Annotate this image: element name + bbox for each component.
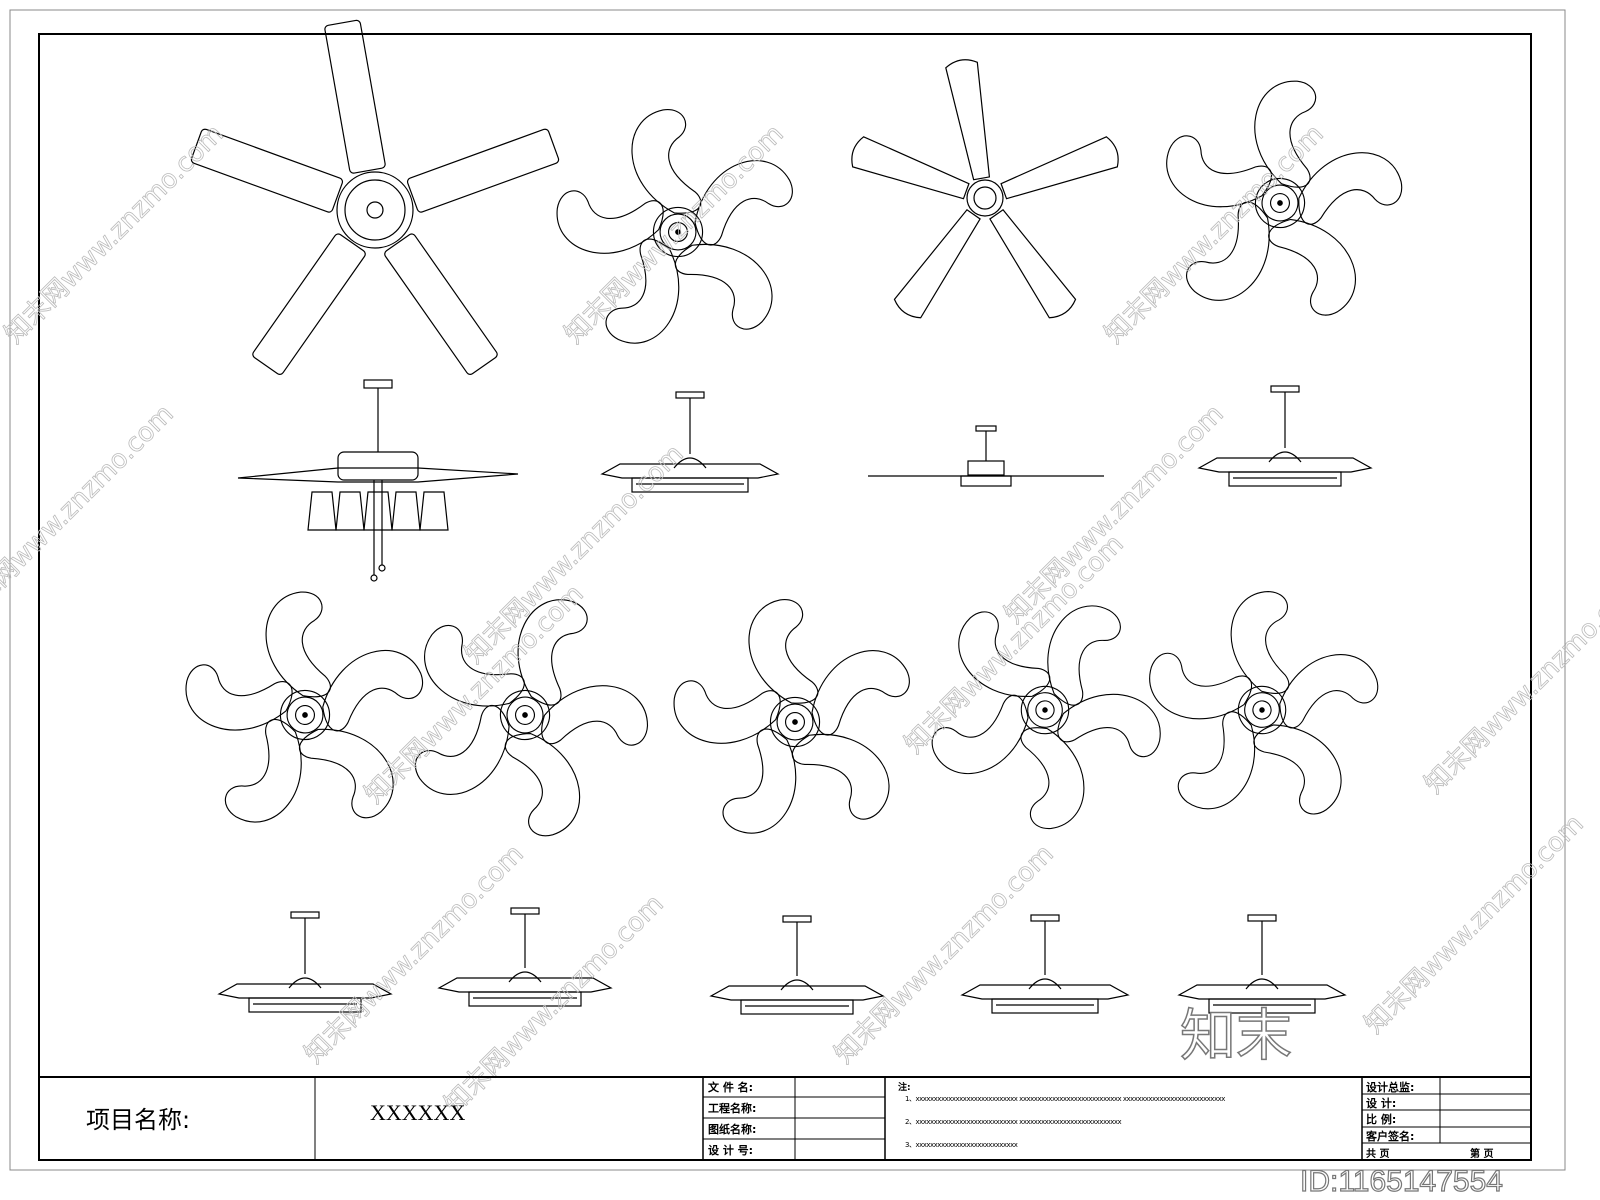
fan-top-view-5: [185, 591, 423, 823]
watermark-text: 知末网www.znzmo.com: [899, 529, 1130, 760]
note-3: 3、xxxxxxxxxxxxxxxxxxxxxxxxxxxx: [905, 1141, 1018, 1149]
note-2: 2、xxxxxxxxxxxxxxxxxxxxxxxxxxxx xxxxxxxxx…: [905, 1118, 1122, 1126]
note-1: 1、xxxxxxxxxxxxxxxxxxxxxxxxxxxx xxxxxxxxx…: [905, 1095, 1225, 1103]
watermark-text: 知末网www.znzmo.com: [1359, 809, 1590, 1040]
field-scale: 比 例:: [1366, 1113, 1397, 1126]
watermark-text: 知末网www.znzmo.com: [1099, 119, 1330, 350]
page-current: 第 页: [1470, 1149, 1494, 1160]
fan-side-view-6: [437, 907, 613, 1007]
watermark-text: 知末网www.znzmo.com: [559, 119, 790, 350]
fan-top-view-7: [673, 599, 910, 834]
watermark-text: 知末网www.znzmo.com: [999, 399, 1230, 630]
field-client-signature: 客户签名:: [1366, 1130, 1415, 1143]
drawing-frame: [38, 33, 1532, 1161]
fan-side-view-1: [237, 379, 519, 582]
fan-side-view-3: [868, 425, 1104, 487]
project-name-label: 项目名称:: [86, 1106, 191, 1134]
fan-drawings: [185, 19, 1403, 1015]
watermark-text: 知末网www.znzmo.com: [459, 439, 690, 670]
fan-side-view-8: [960, 914, 1130, 1014]
watermark-text: 知末网www.znzmo.com: [439, 889, 670, 1120]
field-project-name: 工程名称:: [708, 1102, 757, 1115]
fan-side-view-7: [709, 915, 885, 1015]
field-design-number: 设 计 号:: [708, 1144, 754, 1157]
asset-id: ID:1165147554: [1299, 1164, 1503, 1198]
watermark-text: 知末网www.znzmo.com: [0, 119, 230, 350]
notes-label: 注:: [898, 1083, 911, 1093]
znzmo-logo: 知末: [1179, 1004, 1293, 1070]
fan-side-view-5: [217, 911, 393, 1013]
watermark-text: 知末网www.znzmo.com: [299, 839, 530, 1070]
watermark-text: 知末网www.znzmo.com: [829, 839, 1060, 1070]
field-drawing-name: 图纸名称:: [708, 1123, 757, 1136]
field-design-director: 设计总监:: [1366, 1081, 1415, 1094]
outer-border: [9, 9, 1566, 1171]
fan-top-view-3: [851, 59, 1119, 319]
fan-top-view-8: [931, 605, 1161, 830]
fan-top-view-1: [190, 19, 560, 375]
page-total: 共 页: [1366, 1149, 1390, 1160]
field-designer: 设 计:: [1366, 1097, 1397, 1110]
fan-top-view-9: [1149, 591, 1379, 815]
title-block: [39, 1076, 1531, 1160]
project-name-value: XXXXXX: [370, 1100, 466, 1125]
fan-top-view-4: [1166, 80, 1403, 316]
fan-side-view-4: [1197, 385, 1373, 487]
fan-top-view-2: [556, 109, 793, 344]
fan-side-view-2: [600, 391, 780, 493]
watermark-text: 知末网www.znzmo.com: [0, 399, 180, 630]
fan-top-view-6: [414, 599, 649, 837]
watermark-text: 知末网www.znzmo.com: [1419, 569, 1600, 800]
fan-side-view-9: [1177, 914, 1347, 1014]
field-file-name: 文 件 名:: [708, 1081, 754, 1094]
watermark-text: 知末网www.znzmo.com: [359, 579, 590, 810]
